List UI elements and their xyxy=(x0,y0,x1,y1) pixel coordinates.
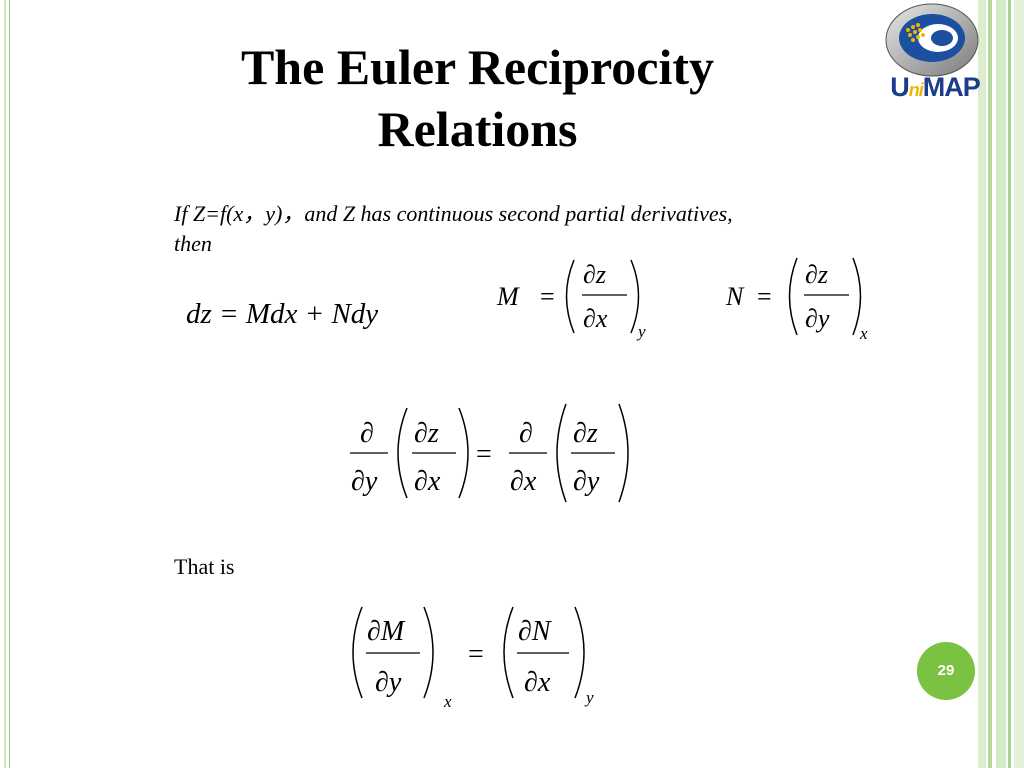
m-subscript: y xyxy=(636,322,646,341)
total-differential-equation: dz = Mdx + Ndy xyxy=(186,298,379,330)
intro-line-1: If Z=f(x，y)，and Z has continuous second … xyxy=(174,201,733,226)
inner1-numerator: ∂z xyxy=(414,418,439,449)
mixed-equals: = xyxy=(476,439,492,470)
recip-left-numerator: ∂M xyxy=(367,616,406,647)
n-right-paren xyxy=(852,257,862,336)
inner2-denominator: ∂y xyxy=(573,466,600,497)
recip-right-numerator: ∂N xyxy=(518,616,552,647)
n-denominator: ∂y xyxy=(805,304,830,333)
slide-title: The Euler Reciprocity Relations xyxy=(150,36,805,160)
n-equals: = xyxy=(757,282,772,311)
recip-equals: = xyxy=(468,639,484,670)
inner2-numerator: ∂z xyxy=(573,418,598,449)
unimap-logo-icon xyxy=(885,3,979,77)
m-denominator: ∂x xyxy=(583,304,608,333)
op2-numerator: ∂ xyxy=(519,418,533,449)
title-line-2: Relations xyxy=(377,101,578,157)
inner1-denominator: ∂x xyxy=(414,466,441,497)
n-symbol: N xyxy=(725,282,745,311)
right-decor-stripes xyxy=(978,0,1024,768)
m-equals: = xyxy=(540,282,555,311)
op1-numerator: ∂ xyxy=(360,418,374,449)
n-definition: N = ∂z ∂y x xyxy=(725,257,868,343)
n-subscript: x xyxy=(859,324,868,343)
that-is-text: That is xyxy=(174,554,235,579)
recip-left-denominator: ∂y xyxy=(375,667,402,698)
m-right-paren xyxy=(630,259,640,334)
recip-right-denominator: ∂x xyxy=(524,667,551,698)
n-left-paren xyxy=(788,257,798,336)
op1-denominator: ∂y xyxy=(351,466,378,497)
title-line-1: The Euler Reciprocity xyxy=(240,39,715,95)
n-numerator: ∂z xyxy=(805,260,828,289)
m-symbol: M xyxy=(496,282,520,311)
logo-wordmark: UniMAP xyxy=(890,72,981,102)
reciprocity-equation: ∂M ∂y x = ∂N ∂x y xyxy=(352,606,594,711)
m-numerator: ∂z xyxy=(583,260,606,289)
intro-line-2: then xyxy=(174,231,212,256)
op2-denominator: ∂x xyxy=(510,466,537,497)
intro-text: If Z=f(x，y)，and Z has continuous second … xyxy=(174,199,934,259)
m-left-paren xyxy=(565,259,575,334)
m-definition: M = ∂z ∂x y xyxy=(496,259,646,341)
recip-right-subscript: y xyxy=(584,688,594,707)
left-frame-border xyxy=(0,0,10,768)
recip-left-subscript: x xyxy=(443,692,452,711)
page-number-badge: 29 xyxy=(917,642,975,700)
mixed-partials-equation: ∂ ∂y ∂z ∂x = ∂ ∂x ∂z ∂y xyxy=(350,403,629,503)
